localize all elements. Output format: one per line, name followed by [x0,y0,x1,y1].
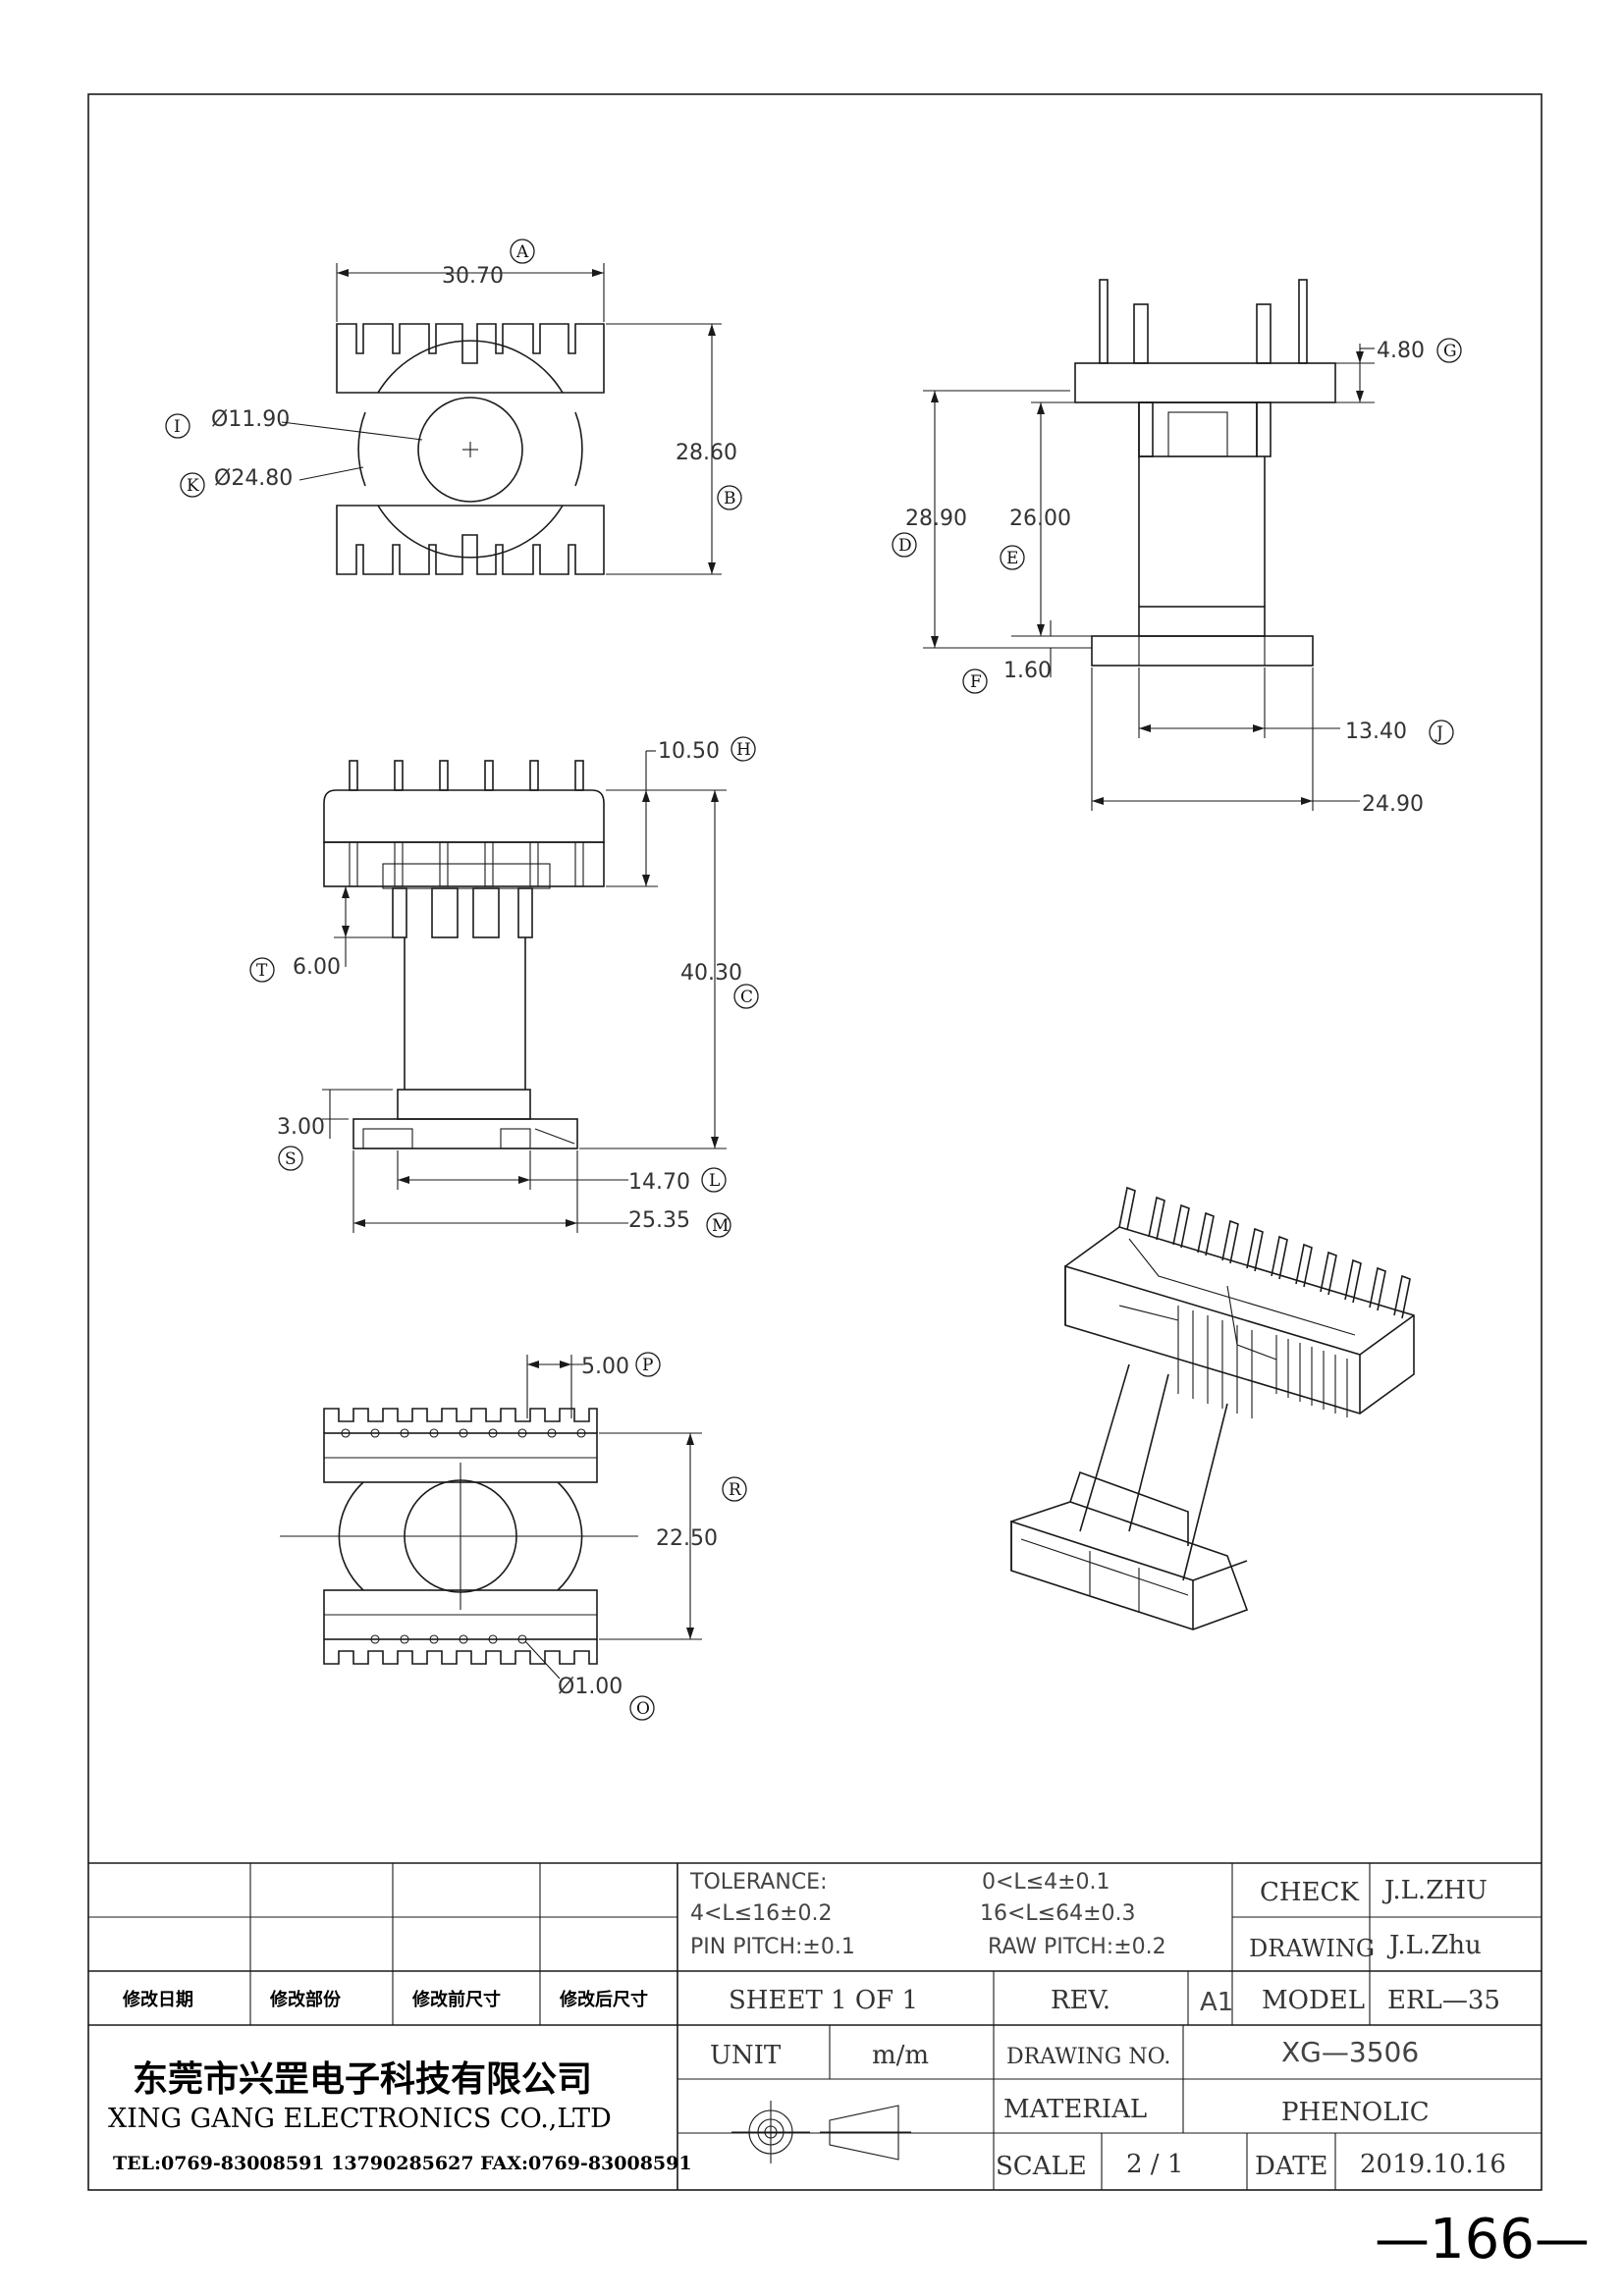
svg-text:P: P [642,1356,653,1375]
material-label: MATERIAL [1003,2095,1147,2124]
dim-a: 30.70 [442,264,504,289]
date-label: DATE [1255,2152,1328,2181]
svg-text:F: F [970,672,982,692]
svg-text:I: I [174,417,181,437]
svg-text:C: C [740,988,753,1007]
front-view: 10.50 H 40.30 C 6.00 T 3.00 S 14.70 L 25… [249,736,759,1238]
dim-c: 40.30 [680,961,742,986]
material-value: PHENOLIC [1281,2098,1430,2127]
dim-r: 22.50 [656,1526,718,1551]
unit-value: m/m [872,2041,929,2070]
side-view: 28.90 D 26.00 E 1.60 F 4.80 G 13.40 J 24… [892,279,1462,817]
tolerance-3: 16<L≤64±0.3 [980,1901,1136,1926]
dim-j: 13.40 [1345,720,1407,744]
rev-header-part: 修改部份 [269,1989,342,2010]
drawing-no-label: DRAWING NO. [1006,2045,1170,2069]
drawing-no-value: XG—3506 [1281,2036,1419,2068]
dim-t: 6.00 [293,955,341,980]
isometric-view [1010,1186,1415,1630]
svg-text:E: E [1006,549,1018,568]
dim-l: 14.70 [628,1170,690,1195]
rev-value: A1 [1200,1988,1233,2017]
svg-text:A: A [515,242,529,262]
drawing-value: J.L.Zhu [1386,1931,1482,1960]
dim-b: 28.60 [676,441,737,465]
pin-pitch: PIN PITCH:±0.1 [690,1935,855,1959]
drawing-label: DRAWING [1249,1935,1375,1962]
company-contact: TEL:0769-83008591 13790285627 FAX:0769-8… [113,2153,692,2174]
dim-24-90: 24.90 [1362,792,1424,817]
dim-o: Ø1.00 [558,1675,623,1699]
dim-s: 3.00 [277,1115,325,1140]
svg-text:T: T [256,961,268,981]
dim-h: 10.50 [658,739,720,764]
page-number: —166— [1375,2208,1590,2271]
raw-pitch: RAW PITCH:±0.2 [988,1935,1166,1959]
rev-header-date: 修改日期 [122,1989,193,2010]
dim-i: Ø11.90 [211,407,290,432]
rev-label: REV. [1051,1986,1110,2015]
rev-header-before: 修改前尺寸 [411,1989,501,2010]
dim-e: 26.00 [1009,507,1071,531]
scale-value: 2 / 1 [1126,2150,1183,2179]
check-value: J.L.ZHU [1381,1876,1488,1905]
projection-symbol-icon [731,2101,911,2163]
tolerance-2: 4<L≤16±0.2 [690,1901,833,1926]
sheet-border [87,93,1543,2191]
model-value: ERL—35 [1387,1986,1500,2015]
svg-text:B: B [724,489,736,508]
unit-label: UNIT [710,2041,782,2070]
svg-text:O: O [636,1699,650,1719]
dim-d: 28.90 [905,507,967,531]
svg-text:S: S [285,1149,297,1169]
dim-k: Ø24.80 [214,466,293,491]
svg-text:R: R [729,1480,742,1500]
check-label: CHECK [1260,1878,1359,1907]
svg-text:J: J [1435,723,1443,743]
bottom-view: 5.00 P 22.50 R Ø1.00 O [280,1352,747,1721]
scale-label: SCALE [996,2152,1087,2181]
svg-text:L: L [709,1171,720,1191]
date-value: 2019.10.16 [1360,2150,1506,2179]
dim-m: 25.35 [628,1208,690,1233]
company-name-cn: 东莞市兴罡电子科技有限公司 [133,2059,592,2100]
svg-text:M: M [712,1216,729,1236]
dim-g: 4.80 [1377,339,1425,363]
svg-text:D: D [898,536,912,556]
dim-f: 1.60 [1003,659,1052,683]
rev-header-after: 修改后尺寸 [559,1989,648,2010]
dim-p: 5.00 [581,1355,629,1379]
title-block: TOLERANCE: 0<L≤4±0.1 4<L≤16±0.2 16<L≤64±… [88,1862,1542,2190]
sheet-info: SHEET 1 OF 1 [729,1986,918,2015]
svg-text:K: K [187,476,199,496]
tolerance-1: 0<L≤4±0.1 [982,1870,1110,1895]
top-view: 30.70 A 28.60 B I Ø11.90 K Ø24.80 [165,239,742,575]
tolerance-label: TOLERANCE: [689,1870,828,1895]
model-label: MODEL [1262,1986,1365,2015]
svg-text:H: H [736,740,751,760]
svg-text:G: G [1443,342,1457,361]
company-name-en: XING GANG ELECTRONICS CO.,LTD [108,2104,612,2134]
